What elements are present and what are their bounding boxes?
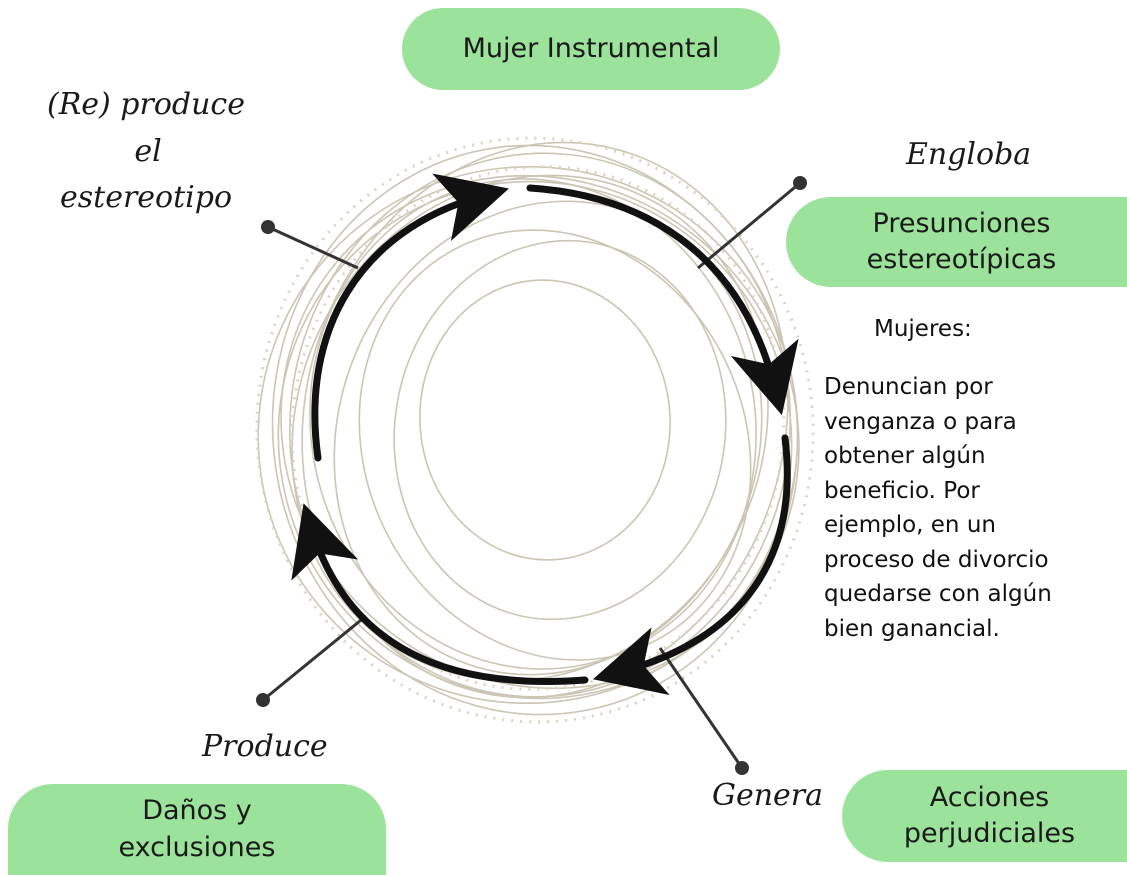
edge-label-reproduce-line2: el [134,133,162,169]
node-presunciones: Presunciones estereotípicas [786,197,1127,287]
node-presunciones-line2: estereotípicas [866,244,1057,275]
connector-engloba [697,181,801,270]
sketch-dots [255,136,815,724]
edge-label-reproduce-line1: (Re) produce [47,87,245,122]
edge-label-engloba: Engloba [906,137,1032,172]
description-line: obtener algún [824,443,986,469]
description-line: Denuncian por [824,374,993,400]
connector-dot-icon [735,761,749,775]
node-acciones: Acciones perjudiciales [842,770,1127,862]
node-mujer-instrumental-label: Mujer Instrumental [462,32,720,64]
connector-genera [658,647,744,769]
description-body: Denuncian por venganza o para obtener al… [824,370,1124,646]
node-danos: Daños y exclusiones [8,784,386,875]
node-danos-line1: Daños y [142,795,252,827]
description-line: ejemplo, en un [824,512,996,538]
connector-dot-icon [261,220,275,234]
cycle-arrow-icon [291,503,589,685]
node-acciones-line2: perjudiciales [903,818,1076,849]
description-heading: Mujeres: [874,316,972,342]
node-presunciones-line1: Presunciones [872,207,1051,239]
description-line: bien ganancial. [824,615,1000,642]
connector-dots [256,176,807,775]
edge-label-reproduce: (Re) produce el estereotipo [36,82,256,222]
edge-label-produce: Produce [202,729,328,764]
connector-dot-icon [256,693,270,707]
connector-dot-icon [793,176,807,190]
description-line: venganza o para [824,408,1017,435]
connector-reproduce [267,225,359,270]
description-line: beneficio. Por [824,477,980,504]
connector-produce [262,614,367,702]
edge-label-genera: Genera [712,778,824,813]
cycle-arrows [291,173,799,695]
node-danos-line2: exclusiones [118,831,276,863]
cycle-arrow-icon [311,173,509,462]
cycle-arrow-icon [592,434,791,695]
cycle-arrow-icon [526,184,799,416]
node-mujer-instrumental: Mujer Instrumental [402,8,780,90]
description-line: quedarse con algún [824,581,1052,607]
edge-label-reproduce-line3: estereotipo [59,180,233,215]
node-acciones-line1: Acciones [929,781,1050,813]
connectors [262,181,801,769]
description-line: proceso de divorcio [824,546,1049,573]
